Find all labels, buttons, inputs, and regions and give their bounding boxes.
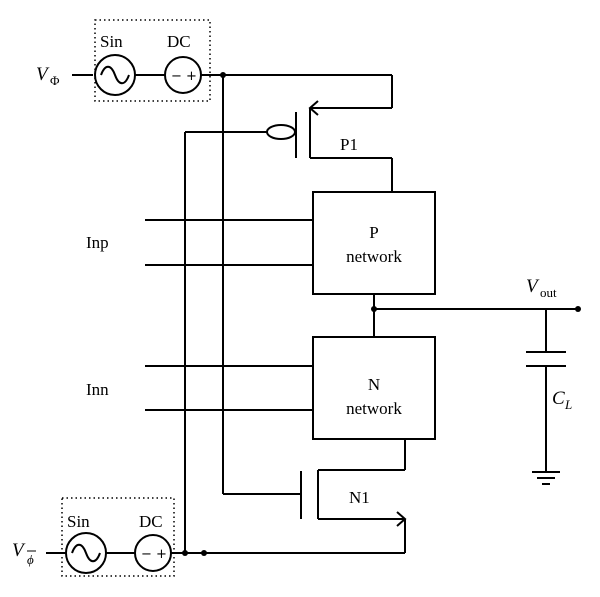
- top-input-label: V: [36, 64, 50, 85]
- top-source-dotted-box: [94, 19, 211, 102]
- top-dc-plus-label: +: [186, 69, 197, 84]
- bottom-junction-dot-2: [201, 550, 207, 556]
- inn-label: Inn: [86, 380, 109, 399]
- top-sine-wave-icon: [100, 65, 130, 85]
- bottom-junction-dot-1: [182, 550, 188, 556]
- top-input-subscript: Φ: [50, 73, 60, 88]
- bottom-sine-wave-icon: [71, 543, 101, 563]
- top-sin-label: Sin: [100, 32, 123, 51]
- inp-label: Inp: [86, 233, 109, 252]
- n-network-label-line1: N: [368, 375, 380, 394]
- bottom-source-dotted-box: [61, 497, 175, 577]
- p-network-label-line2: network: [346, 247, 402, 266]
- vout-label: V: [526, 276, 540, 297]
- top-dc-label: DC: [167, 32, 191, 51]
- bottom-dc-label: DC: [139, 512, 163, 531]
- p-network-label-line1: P: [369, 223, 378, 242]
- n-network-label-line2: network: [346, 399, 402, 418]
- bottom-dc-plus-label: +: [156, 547, 167, 562]
- n-network-box: [312, 336, 436, 440]
- output-junction-dot: [371, 306, 377, 312]
- cap-label: C: [552, 388, 565, 409]
- bottom-sin-label: Sin: [67, 512, 90, 531]
- vout-subscript: out: [540, 285, 557, 300]
- bottom-input-subscript: ϕ: [27, 552, 34, 567]
- bottom-input-label: V: [12, 540, 26, 561]
- top-dc-minus-label: −: [171, 69, 182, 84]
- p-network-box: [312, 191, 436, 295]
- p1-bubble: [266, 124, 296, 140]
- bottom-dc-minus-label: −: [141, 547, 152, 562]
- n1-label: N1: [349, 488, 370, 507]
- cap-subscript: L: [564, 397, 572, 412]
- vout-terminal-dot: [575, 306, 581, 312]
- p1-label: P1: [340, 135, 358, 154]
